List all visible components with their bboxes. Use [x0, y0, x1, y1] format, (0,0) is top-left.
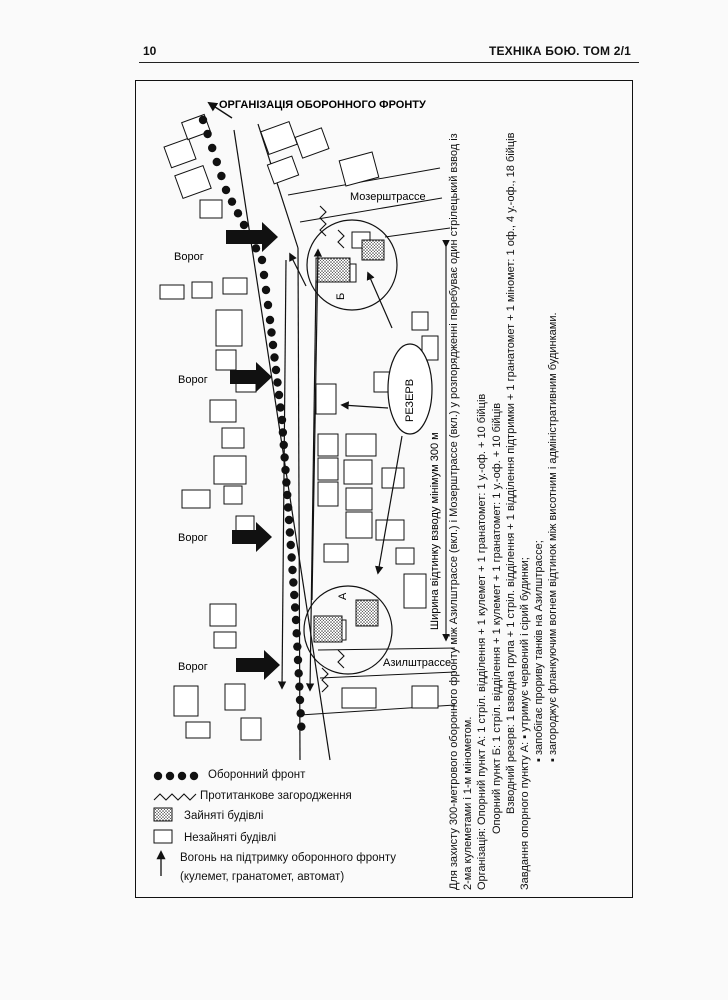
- page-header: 10 ТЕХНІКА БОЮ. ТОМ 2/1: [139, 40, 639, 63]
- front-dot: [286, 540, 295, 550]
- front-dot: [268, 340, 278, 350]
- front-dot: [265, 315, 275, 325]
- front-dot: [261, 285, 271, 295]
- front-dot: [263, 300, 273, 310]
- org-point-b: Опорний пункт Б: 1 стріл. відділення + 1…: [490, 402, 503, 834]
- strongpoint-b-circle: [306, 219, 398, 311]
- street-azil: Азилштрассе: [383, 657, 451, 669]
- front-dot: [294, 669, 303, 678]
- enemy-label-2: Ворог: [178, 374, 208, 386]
- task-line2: ▪ запобігає прориву танків на Азилштрасс…: [533, 540, 546, 762]
- front-dot: [251, 244, 261, 253]
- legend-front: Оборонний фронт: [208, 769, 306, 781]
- intro-line1: Для захисту 300-метрового оборонного фро…: [448, 133, 460, 890]
- front-dot: [297, 722, 306, 731]
- front-dot: [257, 255, 267, 265]
- front-dot: [295, 682, 304, 691]
- legend-antitank: Протитанкове загородження: [200, 790, 352, 802]
- front-dot: [271, 365, 281, 375]
- front-dot: [283, 490, 292, 500]
- page-number: 10: [143, 44, 157, 58]
- task-line3: ▪ загороджує фланкуючим вогнем відтинок …: [547, 312, 560, 762]
- enemy-label-1: Ворог: [174, 251, 204, 263]
- figure-frame: [135, 80, 633, 898]
- front-dot: [289, 578, 298, 587]
- front-dot: [290, 603, 300, 612]
- front-dot: [221, 185, 231, 195]
- legend-zigzag-icon: [153, 793, 197, 801]
- front-dot: [293, 655, 303, 665]
- rotated-caption: Для захисту 300-метрового оборонного фро…: [447, 100, 645, 890]
- front-dot: [276, 403, 285, 412]
- legend-fire-line1: Вогонь на підтримку оборонного фронту: [180, 852, 397, 864]
- front-dot: [278, 428, 288, 437]
- strongpoint-a-label: А: [337, 592, 349, 600]
- front-dot: [227, 197, 237, 206]
- front-dot: [295, 695, 305, 705]
- org-point-a: Організація: Опорний пункт А: 1 стріл. в…: [476, 393, 489, 890]
- front-dot: [270, 353, 279, 362]
- legend-unoccupied: Незайняті будівлі: [184, 832, 277, 844]
- antitank-obstacles: [319, 205, 345, 693]
- legend-fire-line2: (кулемет, гранатомет, автомат): [180, 871, 345, 883]
- front-dot: [288, 565, 297, 575]
- front-dot: [287, 553, 296, 562]
- front-dot: [267, 328, 276, 337]
- enemy-label-4: Ворог: [178, 661, 208, 673]
- front-dot: [203, 129, 212, 139]
- front-dot: [273, 378, 282, 387]
- front-dot: [233, 209, 243, 218]
- front-dot: [259, 270, 269, 280]
- enemy-arrows: [226, 222, 280, 680]
- fire-support-arrows: [277, 248, 403, 692]
- defensive-front: [198, 115, 306, 731]
- front-dot: [292, 629, 301, 638]
- legend-dots-icon: [153, 771, 199, 781]
- reserve-ellipse: [387, 343, 433, 435]
- occupied-buildings: [313, 239, 385, 643]
- front-dot: [198, 115, 208, 125]
- strongpoint-a-circle: [303, 585, 393, 675]
- legend-occupied-icon: [153, 807, 173, 822]
- front-dot: [274, 390, 284, 400]
- legend-unoccupied-icon: [153, 829, 173, 844]
- width-note: Ширина відтинку взводу мінімум 300 м: [429, 432, 441, 630]
- strongpoint-b-label: Б: [335, 293, 347, 300]
- intro-line2: 2-ма кулеметами і 1-м мінометом.: [462, 716, 475, 890]
- front-dot: [284, 515, 294, 525]
- front-dot: [291, 615, 301, 625]
- front-dot: [212, 157, 221, 167]
- map-title: ОРГАНІЗАЦІЯ ОБОРОННОГО ФРОНТУ: [219, 99, 426, 111]
- task-line1: Завдання опорного пункту А: ▪ утримує че…: [519, 557, 532, 890]
- front-dot: [239, 220, 249, 230]
- front-dot: [281, 465, 290, 475]
- legend-occupied: Зайняті будівлі: [184, 810, 264, 822]
- title-arrow: [207, 101, 233, 119]
- front-dot: [296, 709, 305, 718]
- running-head: ТЕХНІКА БОЮ. ТОМ 2/1: [488, 44, 631, 58]
- reserve-label: РЕЗЕРВ: [404, 379, 416, 422]
- front-dot: [217, 171, 226, 181]
- street-mozer: Мозерштрассе: [350, 191, 426, 203]
- enemy-label-3: Ворог: [178, 532, 208, 544]
- front-dot: [293, 642, 302, 651]
- front-dot: [283, 503, 293, 512]
- front-dot: [285, 528, 295, 537]
- front-dot: [290, 590, 299, 600]
- org-reserve: Взводний резерв: 1 взводна група + 1 стр…: [504, 132, 517, 814]
- front-dot: [208, 143, 217, 153]
